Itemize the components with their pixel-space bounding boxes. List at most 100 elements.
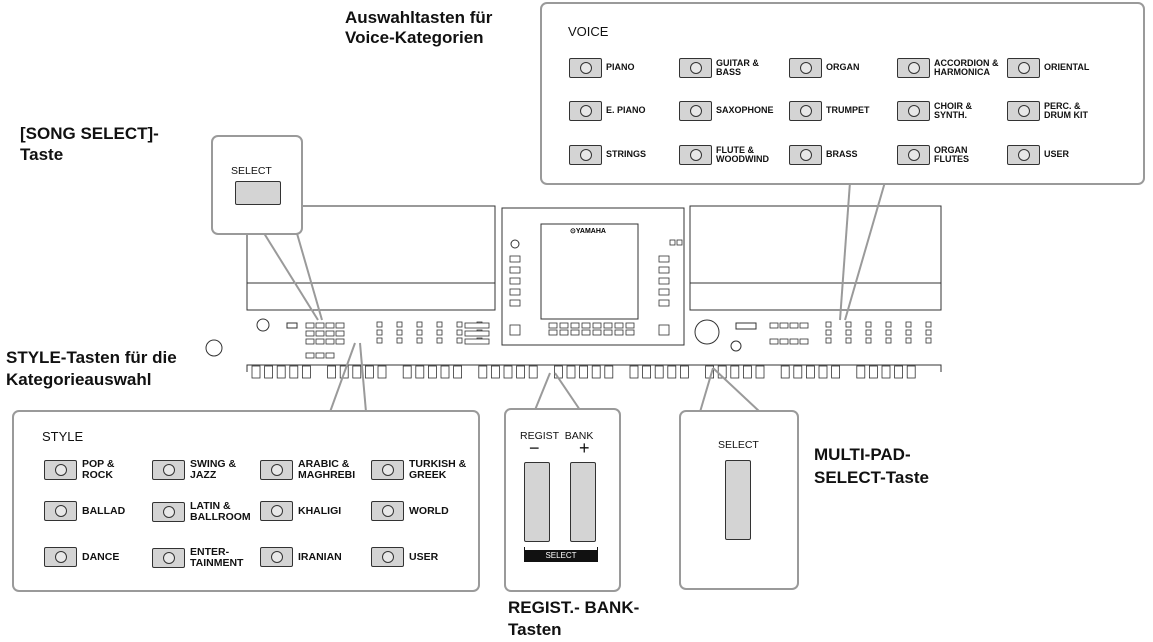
panel-button (779, 338, 789, 345)
button-led-icon (44, 460, 77, 480)
panel-button (885, 337, 892, 344)
style-button-ballad[interactable]: BALLAD (44, 501, 125, 521)
song-select-label-line2: Taste (20, 145, 64, 164)
voice-button-guitar-bass[interactable]: GUITAR & BASS (679, 58, 759, 78)
panel-button (825, 329, 832, 336)
panel-button (376, 329, 383, 336)
voice-button-saxophone[interactable]: SAXOPHONE (679, 101, 774, 121)
style-button-turkish-greek[interactable]: TURKISH & GREEK (371, 459, 466, 481)
voice-button-trumpet[interactable]: TRUMPET (789, 101, 870, 121)
style-panel-title: STYLE (42, 429, 84, 444)
button-led-icon (679, 145, 712, 165)
voice-button-label: ORIENTAL (1044, 62, 1090, 73)
panel-button (509, 324, 521, 336)
panel-button (799, 338, 809, 345)
voice-button-strings[interactable]: STRINGS (569, 145, 646, 165)
panel-button (456, 337, 463, 344)
style-button-label: KHALIGI (298, 504, 342, 517)
style-button-label: WORLD (409, 504, 449, 517)
voice-button-piano[interactable]: PIANO (569, 58, 635, 78)
regist-plus-sign: + (579, 438, 590, 458)
song-select-button[interactable] (235, 181, 281, 205)
multi-pad-strip-button (327, 365, 337, 379)
panel-button (658, 277, 670, 285)
voice-button-label: PERC. & DRUM KIT (1044, 100, 1088, 120)
voice-button-e-piano[interactable]: E. PIANO (569, 101, 646, 121)
panel-button (603, 322, 613, 329)
style-button-world[interactable]: WORLD (371, 501, 449, 521)
voice-button-choir-synth[interactable]: CHOIR & SYNTH. (897, 101, 972, 121)
button-led-icon (569, 58, 602, 78)
voice-panel-title: VOICE (568, 24, 609, 39)
regist-bank-minus-button[interactable] (524, 462, 550, 542)
panel-button (305, 338, 315, 345)
voice-button-user[interactable]: USER (1007, 145, 1069, 165)
voice-button-brass[interactable]: BRASS (789, 145, 858, 165)
panel-button (603, 329, 613, 336)
panel-button (581, 322, 591, 329)
multi-pad-strip-button (402, 365, 412, 379)
regist-minus-sign: − (529, 438, 540, 458)
style-button-label: BALLAD (82, 504, 126, 517)
panel-button (396, 321, 403, 328)
panel-button (865, 321, 872, 328)
button-led-icon (152, 502, 185, 522)
style-button-iranian[interactable]: IRANIAN (260, 547, 342, 567)
multipad-select-button[interactable] (725, 460, 751, 540)
panel-button (509, 277, 521, 285)
panel-button (376, 337, 383, 344)
panel-button (396, 329, 403, 336)
regist-bank-plus-button[interactable] (570, 462, 596, 542)
style-button-dance[interactable]: DANCE (44, 547, 119, 567)
multi-pad-strip-button (377, 365, 387, 379)
panel-button (825, 337, 832, 344)
style-button-pop-rock[interactable]: POP & ROCK (44, 459, 114, 481)
style-button-label: IRANIAN (298, 550, 342, 563)
regist-label-line1: REGIST.- BANK- (508, 598, 640, 617)
voice-button-organ-flutes[interactable]: ORGAN FLUTES (897, 145, 969, 165)
voice-button-accordion-harmonica[interactable]: ACCORDION & HARMONICA (897, 58, 999, 78)
multi-pad-strip-button (894, 365, 903, 379)
voice-button-oriental[interactable]: ORIENTAL (1007, 58, 1089, 78)
lcd-screen (540, 223, 639, 320)
panel-button (658, 288, 670, 296)
panel-button (885, 329, 892, 336)
multi-pad-strip-button (503, 365, 513, 379)
regist-select-caption: SELECT (524, 550, 598, 562)
voice-panel: VOICE PIANO GUITAR & BASS ORGAN ACCORDION &… (540, 2, 1145, 185)
panel-button (416, 321, 423, 328)
style-button-label: USER (409, 550, 439, 563)
style-button-label: ENTER- TAINMENT (190, 546, 244, 569)
multi-pad-strip-button (490, 365, 500, 379)
voice-button-perc-drum-kit[interactable]: PERC. & DRUM KIT (1007, 101, 1088, 121)
panel-button (625, 322, 635, 329)
style-button-latin-ballroom[interactable]: LATIN & BALLROOM (152, 501, 251, 523)
panel-button (845, 337, 852, 344)
style-button-label: ARABIC & MAGHREBI (298, 458, 356, 481)
multi-pad-strip-button (415, 365, 425, 379)
button-led-icon (679, 101, 712, 121)
voice-button-flute-woodwind[interactable]: FLUTE & WOODWIND (679, 145, 769, 165)
style-button-arabic-maghrebi[interactable]: ARABIC & MAGHREBI (260, 459, 355, 481)
button-led-icon (1007, 145, 1040, 165)
panel-button (509, 299, 521, 307)
panel-button (769, 338, 779, 345)
multi-pad-strip-button (264, 365, 274, 379)
panel-button (509, 255, 521, 263)
voice-button-label: USER (1044, 149, 1070, 160)
panel-button (315, 330, 325, 337)
panel-button (789, 338, 799, 345)
panel-button (416, 337, 423, 344)
panel-button (396, 337, 403, 344)
panel-button (825, 321, 832, 328)
style-button-enter-tainment[interactable]: ENTER- TAINMENT (152, 547, 243, 569)
voice-button-organ[interactable]: ORGAN (789, 58, 860, 78)
panel-button (315, 322, 325, 329)
keyboard-body (205, 205, 942, 372)
button-led-icon (152, 548, 185, 568)
panel-button (581, 329, 591, 336)
style-button-khaligi[interactable]: KHALIGI (260, 501, 341, 521)
panel-button (845, 321, 852, 328)
style-button-swing-jazz[interactable]: SWING & JAZZ (152, 459, 236, 481)
style-button-user[interactable]: USER (371, 547, 438, 567)
